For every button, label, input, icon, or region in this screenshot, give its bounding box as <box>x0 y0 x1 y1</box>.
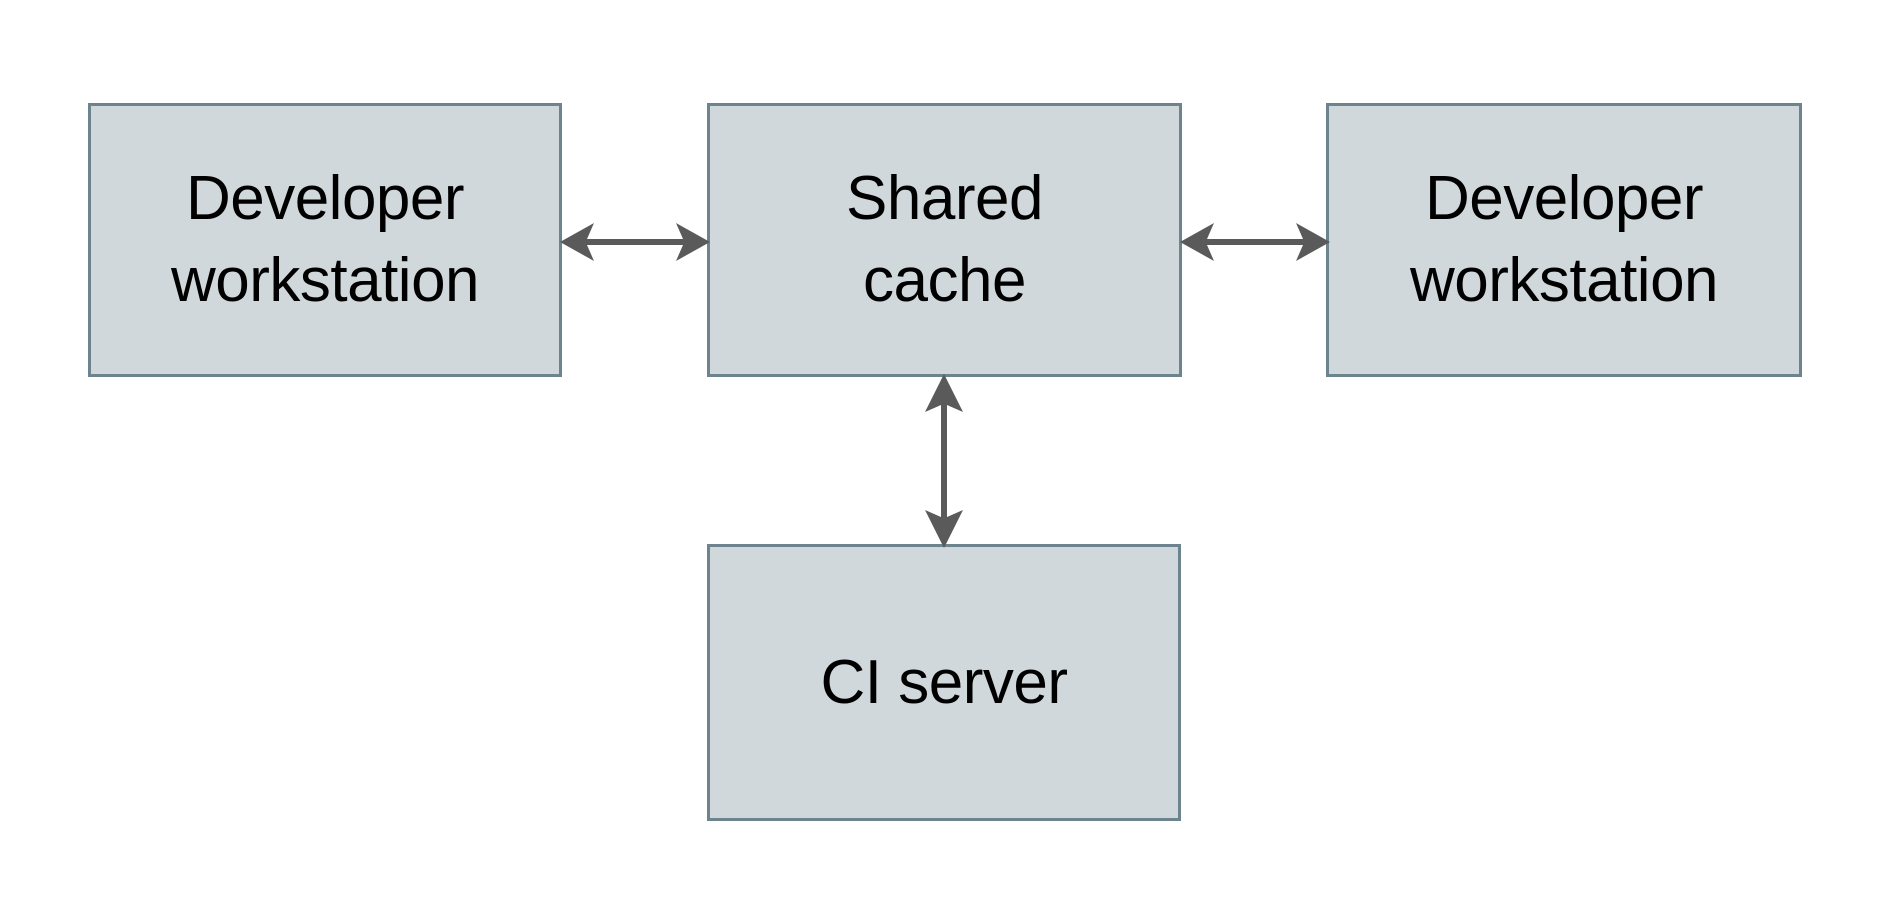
double-arrow-horizontal-icon <box>560 223 710 261</box>
node-developer-workstation-left[interactable]: Developer workstation <box>88 103 562 377</box>
double-arrow-vertical-icon <box>925 374 963 548</box>
node-ci-server[interactable]: CI server <box>707 544 1181 821</box>
node-label: Developer workstation <box>1409 164 1719 315</box>
node-label: Developer workstation <box>170 164 480 315</box>
edge-developer-workstation-left-to-shared-cache <box>560 206 710 278</box>
node-developer-workstation-right[interactable]: Developer workstation <box>1326 103 1802 377</box>
edge-ci-server-to-shared-cache <box>908 374 980 548</box>
node-shared-cache[interactable]: Shared cache <box>707 103 1182 377</box>
node-label: Shared cache <box>846 164 1043 315</box>
edge-shared-cache-to-developer-workstation-right <box>1180 206 1330 278</box>
node-label: CI server <box>820 647 1068 717</box>
double-arrow-horizontal-icon <box>1180 223 1330 261</box>
